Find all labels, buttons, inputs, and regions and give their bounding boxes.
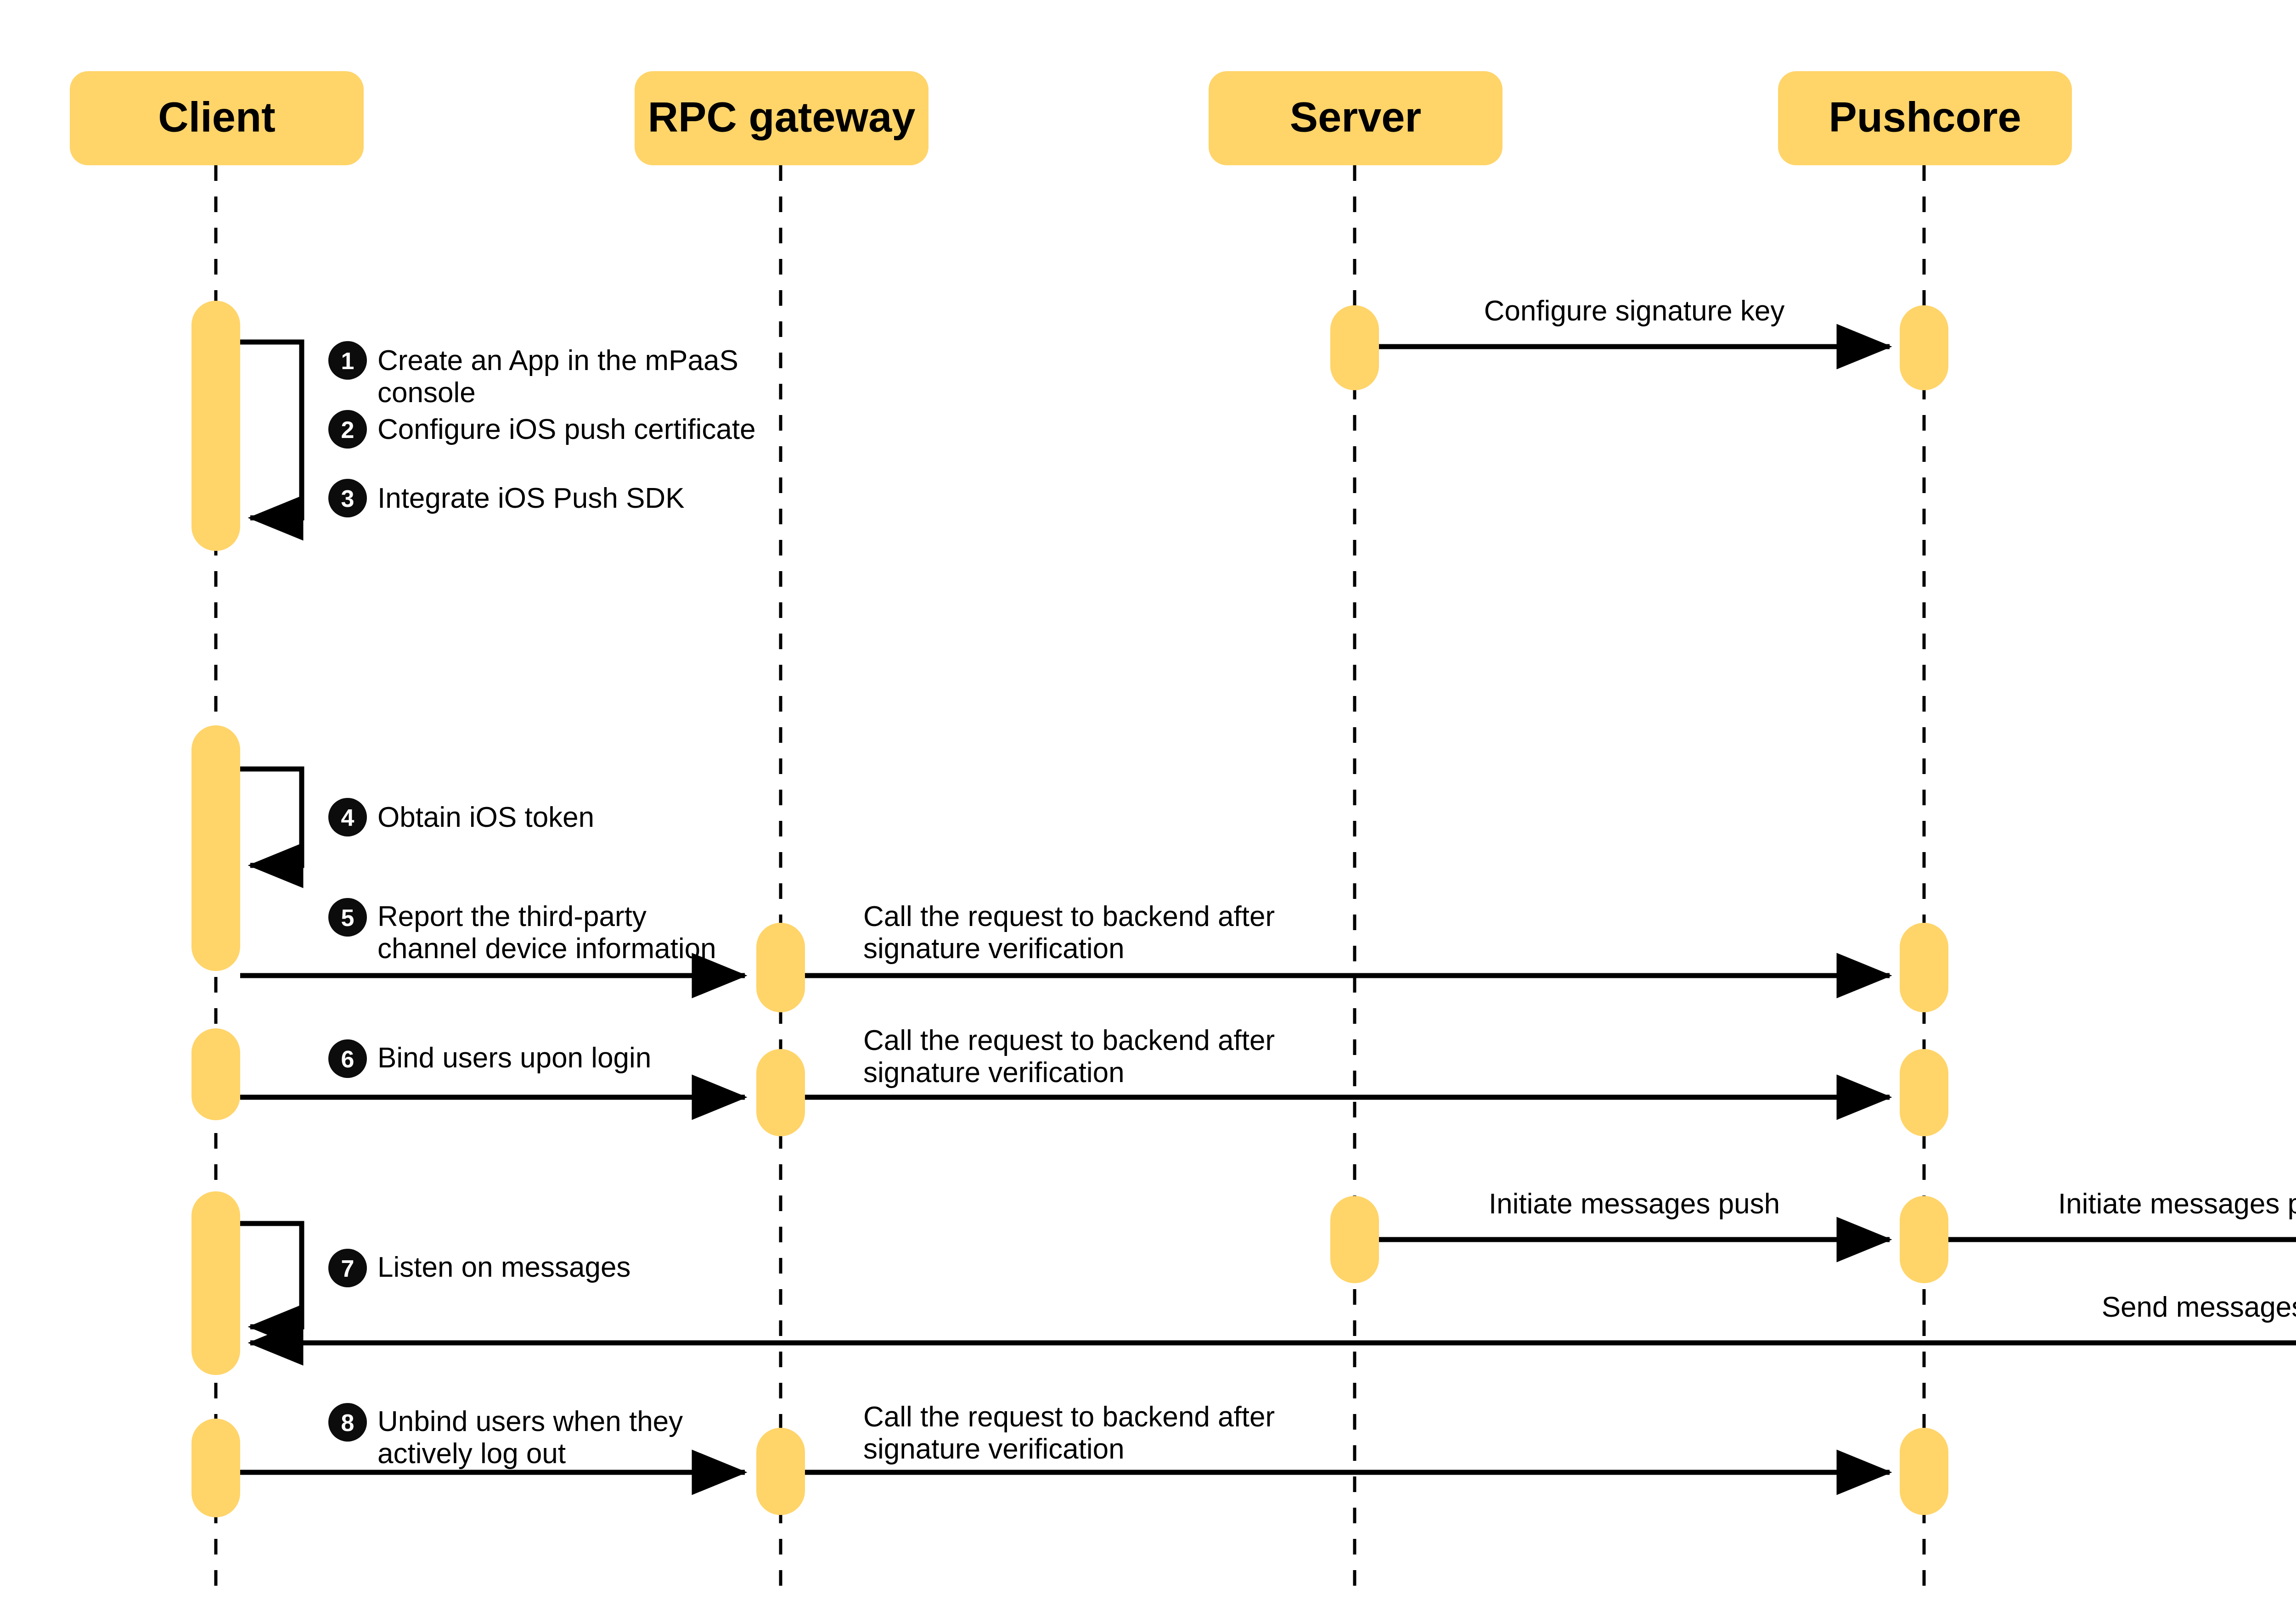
activation-pushcore-3	[1900, 1049, 1948, 1136]
message-label-send-messages: Send messages	[2102, 1291, 2296, 1323]
activation-server-1	[1330, 305, 1379, 390]
step-circle-6	[328, 1039, 367, 1078]
step-number-4: 4	[341, 805, 355, 831]
message-configure-signature-key: Configure signature key	[1379, 295, 1892, 370]
step-number-2: 2	[341, 417, 355, 443]
activation-pushcore-1	[1900, 305, 1948, 390]
actor-label-pushcore: Pushcore	[1829, 94, 2021, 140]
step-circle-7	[328, 1249, 367, 1287]
activation-pushcore-2	[1900, 923, 1948, 1012]
message-initiate-push-pushcore-apns: Initiate messages push	[1948, 1188, 2296, 1242]
step-badge-7: 7	[328, 1249, 367, 1287]
message-label-rpc-verify-2-line2: signature verification	[863, 1057, 1125, 1089]
self-message-client-setup	[240, 339, 304, 541]
activation-rpc-2	[756, 1049, 805, 1136]
step-circle-3	[328, 479, 367, 517]
activation-pushcore-5	[1900, 1428, 1948, 1515]
actor-label-client: Client	[158, 94, 276, 140]
message-label-initiate-push-2: Initiate messages push	[2058, 1188, 2296, 1220]
step-badge-2: 2	[328, 410, 367, 449]
step-circle-4	[328, 798, 367, 836]
actor-client[interactable]: Client	[70, 71, 364, 165]
step-number-1: 1	[341, 348, 355, 375]
step-circle-1	[328, 341, 367, 380]
self-loop-path-1	[240, 339, 304, 541]
self-loop-path-7	[240, 1221, 304, 1350]
message-label-rpc-verify-2-line1: Call the request to backend after	[863, 1025, 1275, 1056]
step-circle-8	[328, 1403, 367, 1442]
activation-rpc-3	[756, 1428, 805, 1515]
message-initiate-push-server-pushcore: Initiate messages push	[1379, 1188, 1892, 1263]
activation-pushcore-4	[1900, 1196, 1948, 1283]
message-label-rpc-verify-3-line2: signature verification	[863, 1433, 1125, 1465]
step-number-6: 6	[341, 1046, 355, 1073]
step-badge-3: 3	[328, 479, 367, 517]
step-number-8: 8	[341, 1410, 355, 1437]
step-number-7: 7	[341, 1256, 355, 1282]
step-text-8-line2: actively log out	[377, 1438, 566, 1470]
step-badge-5: 5	[328, 898, 367, 937]
activation-rpc-1	[756, 923, 805, 1012]
actor-label-rpc-gateway: RPC gateway	[648, 94, 916, 140]
step-circle-5	[328, 898, 367, 937]
step-text-7-line1: Listen on messages	[377, 1251, 630, 1283]
actor-server[interactable]: Server	[1209, 71, 1503, 165]
message-label-configure-signature-key: Configure signature key	[1484, 295, 1785, 327]
self-message-listen-on-messages	[240, 1221, 304, 1350]
step-text-5-line1: Report the third-party	[377, 901, 647, 932]
step-circle-2	[328, 410, 367, 449]
message-label-rpc-verify-1-line2: signature verification	[863, 933, 1125, 965]
actor-pushcore[interactable]: Pushcore	[1778, 71, 2072, 165]
step-text-3-line1: Integrate iOS Push SDK	[377, 483, 685, 514]
step-badge-6: 6	[328, 1039, 367, 1078]
activation-bars	[191, 301, 1948, 1517]
message-send-messages: Send messages	[248, 1291, 2296, 1366]
step-text-6-line1: Bind users upon login	[377, 1042, 651, 1074]
step-text-4-line1: Obtain iOS token	[377, 802, 594, 833]
actor-label-server: Server	[1290, 94, 1421, 140]
activation-client-3	[191, 1028, 240, 1120]
step-text-2-line1: Configure iOS push certificate	[377, 414, 756, 445]
activation-server-2	[1330, 1196, 1379, 1283]
step-number-5: 5	[341, 905, 355, 932]
actor-box-pushcore[interactable]	[1778, 71, 2072, 165]
step-text-1-line1: Create an App in the mPaaS	[377, 345, 738, 376]
activation-client-2	[191, 725, 240, 971]
actor-box-client[interactable]	[70, 71, 364, 165]
activation-client-1	[191, 301, 240, 551]
step-text-1-line2: console	[377, 377, 476, 409]
step-text-8-line1: Unbind users when they	[377, 1406, 683, 1437]
step-number-3: 3	[341, 486, 355, 512]
step-text-5-line2: channel device information	[377, 933, 716, 965]
self-message-obtain-token	[240, 766, 304, 888]
self-loop-path-4	[240, 766, 304, 888]
step-badge-4: 4	[328, 798, 367, 836]
activation-client-4	[191, 1191, 240, 1375]
message-label-rpc-verify-3-line1: Call the request to backend after	[863, 1401, 1275, 1433]
message-label-initiate-push-1: Initiate messages push	[1489, 1188, 1780, 1220]
lifeline-dashes	[214, 165, 1926, 1588]
actor-box-rpc-gateway[interactable]	[635, 71, 929, 165]
actor-headers: Client RPC gateway Server Pushcore APNS	[70, 71, 2072, 165]
activation-client-5	[191, 1419, 240, 1517]
actor-rpc-gateway[interactable]: RPC gateway	[635, 71, 929, 165]
actor-box-server[interactable]	[1209, 71, 1503, 165]
message-label-rpc-verify-1-line1: Call the request to backend after	[863, 901, 1275, 932]
step-badge-1: 1	[328, 341, 367, 380]
step-badge-8: 8	[328, 1403, 367, 1442]
